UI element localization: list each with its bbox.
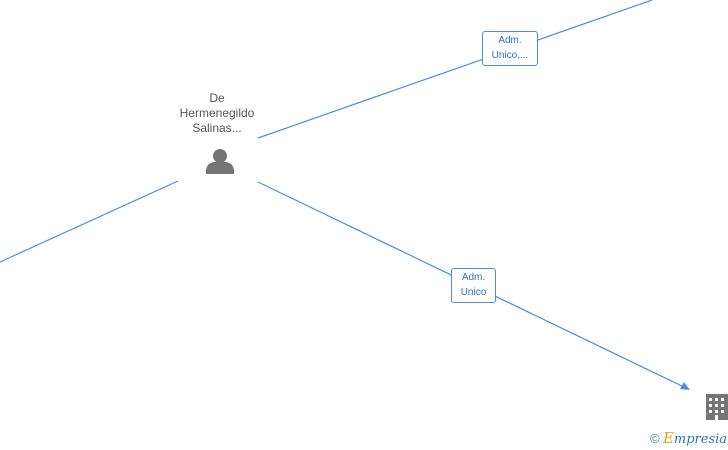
brand-logo[interactable]: Empresia bbox=[662, 429, 728, 447]
person-name-line: Hermenegildo bbox=[179, 106, 255, 120]
edge-line-upper-right bbox=[257, 0, 653, 139]
copyright-footer[interactable]: © Empresia bbox=[650, 429, 727, 447]
building-icon[interactable] bbox=[706, 394, 728, 420]
brand-logo-initial: E bbox=[662, 429, 674, 447]
brand-logo-text: mpresia bbox=[673, 432, 728, 447]
person-name-label[interactable]: De Hermenegildo Salinas... bbox=[160, 91, 274, 136]
arrowhead-icon bbox=[680, 382, 690, 390]
edge-label-adm-unico[interactable]: Adm. Unico bbox=[451, 268, 496, 303]
edge-label-line: Unico,... bbox=[491, 50, 529, 61]
edge-label-line: Adm. bbox=[461, 272, 486, 283]
edge-label-line: Adm. bbox=[498, 35, 522, 46]
person-name-line: Salinas... bbox=[192, 121, 242, 135]
edge-label-line: Unico bbox=[460, 287, 487, 298]
copyright-icon: © bbox=[650, 431, 660, 446]
edge-label-adm-unico-truncated[interactable]: Adm. Unico,... bbox=[482, 31, 538, 66]
edge-line-upper-left bbox=[0, 180, 179, 263]
person-name-line: De bbox=[209, 91, 225, 105]
person-icon[interactable] bbox=[206, 149, 234, 174]
